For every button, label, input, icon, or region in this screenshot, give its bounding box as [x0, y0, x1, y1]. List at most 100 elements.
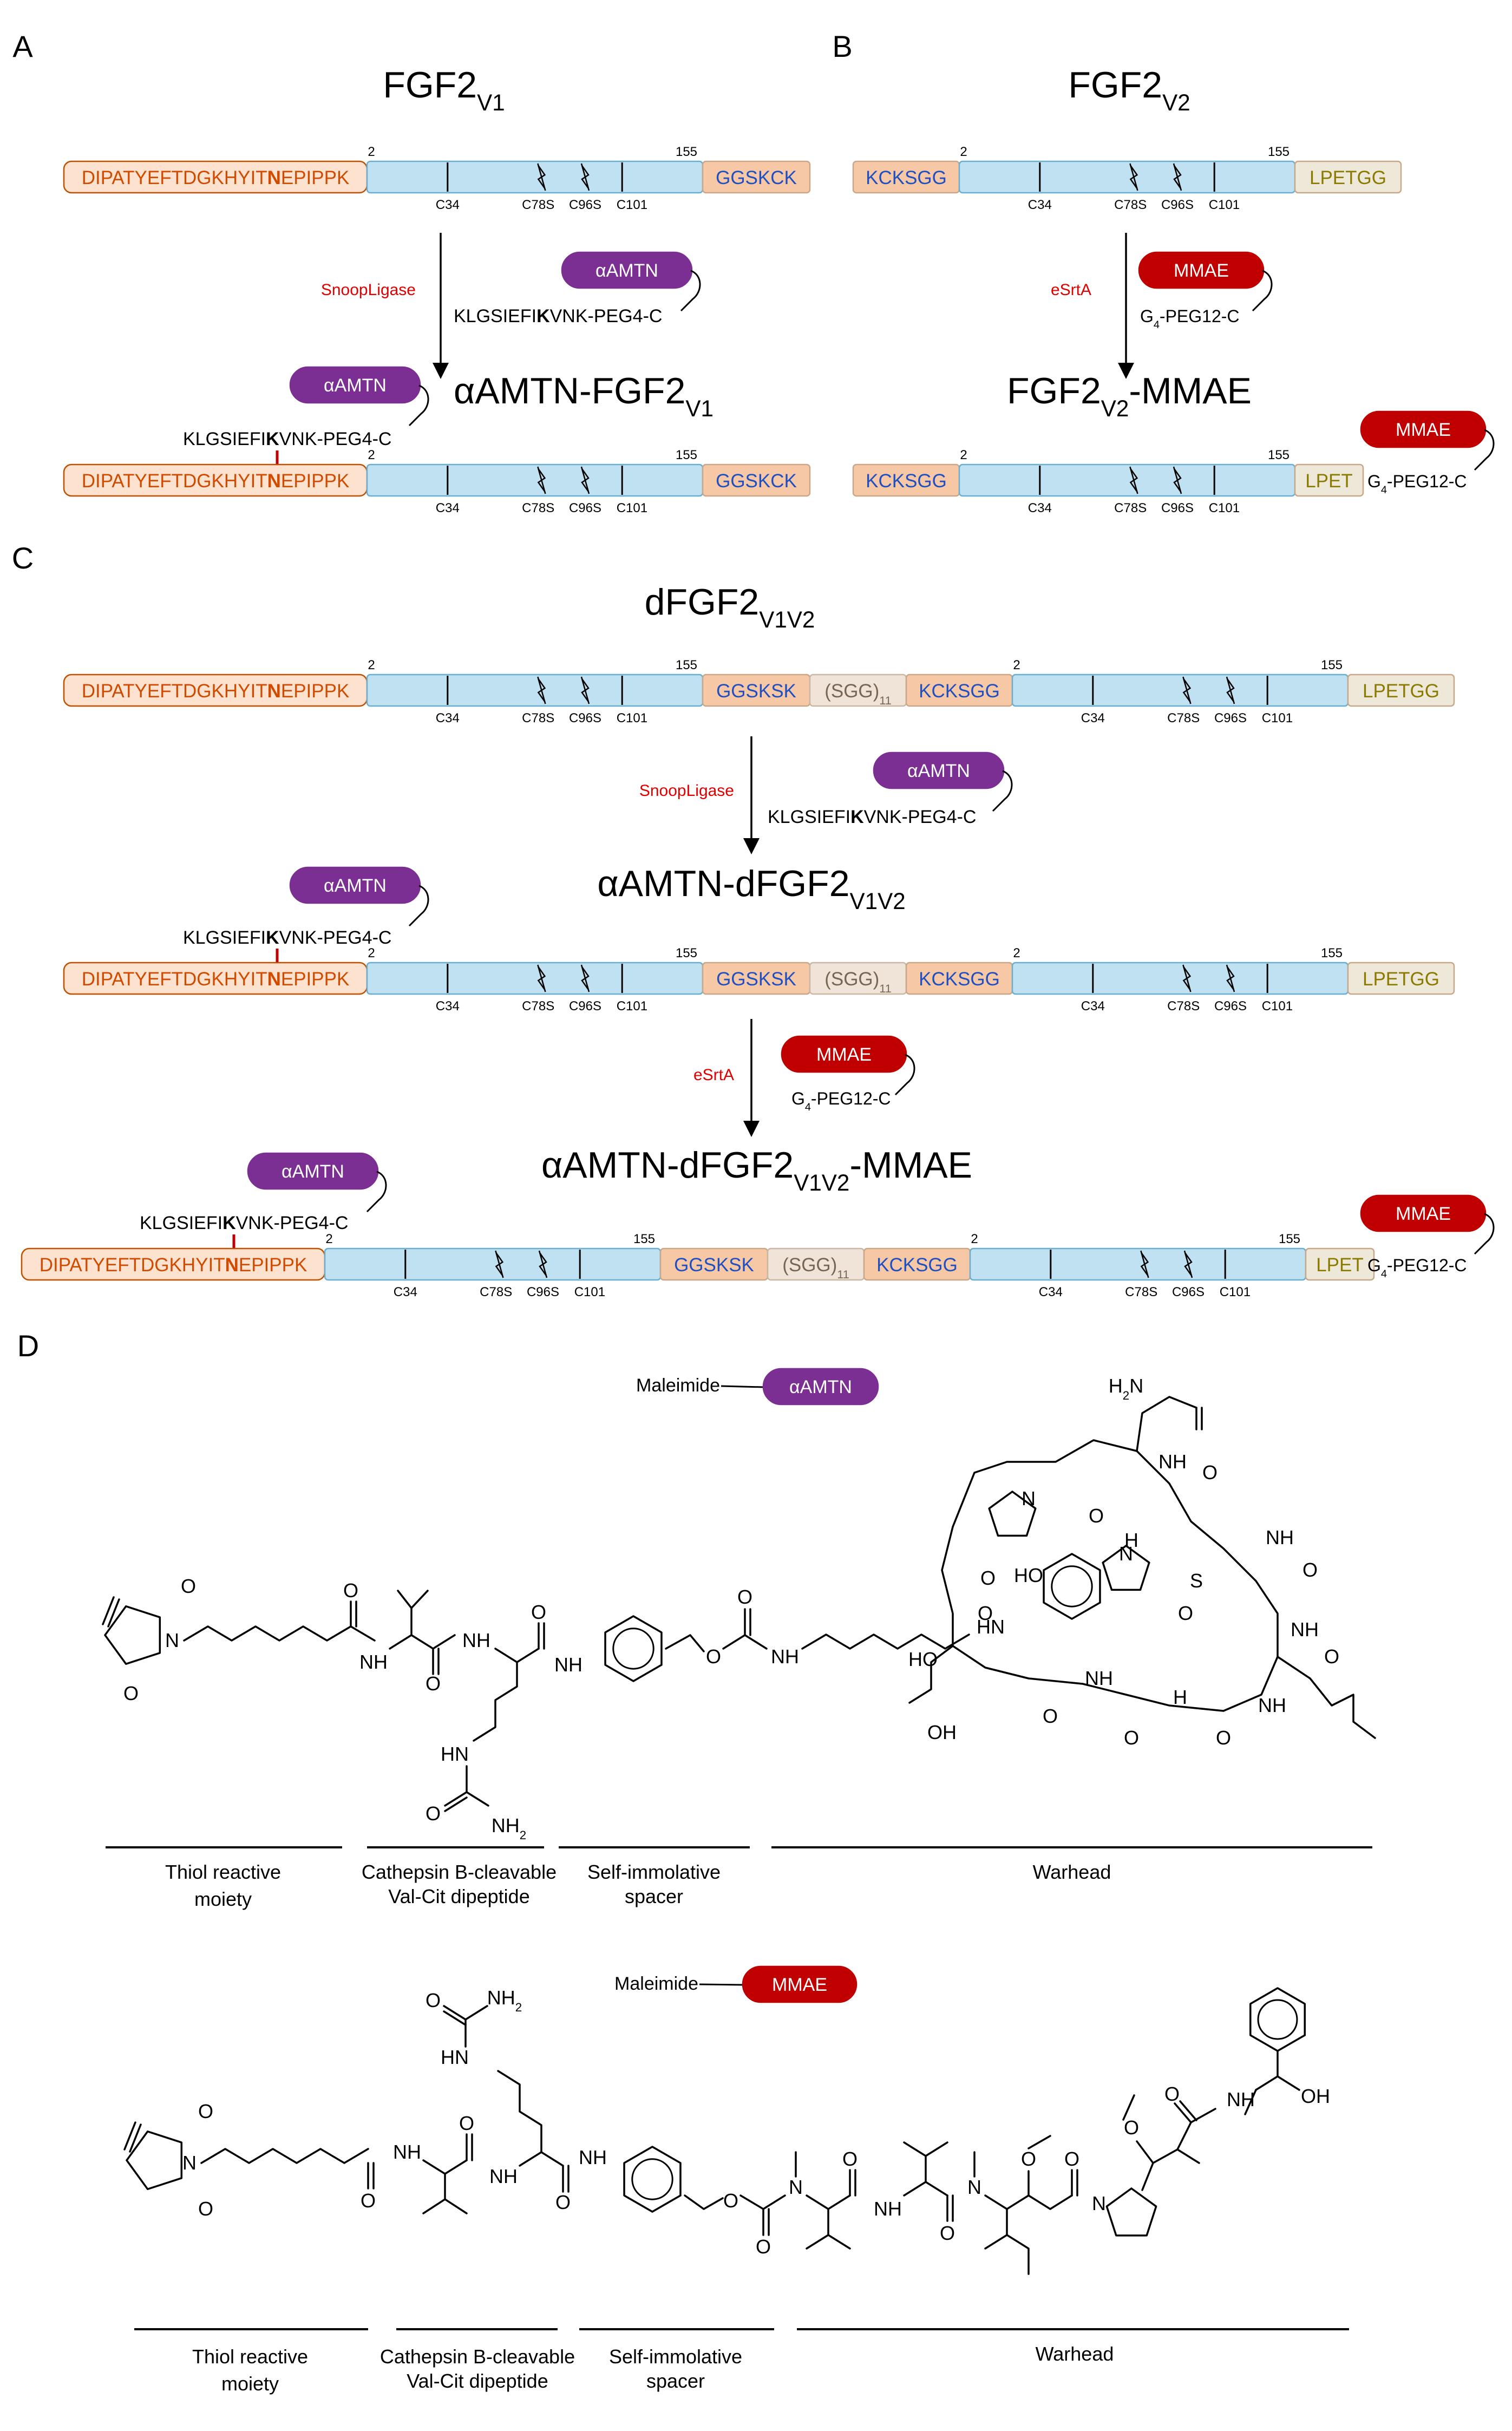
d2-seg-warhead: Warhead — [1036, 2343, 1114, 2365]
c-mmae-linker: G4-PEG12-C — [791, 1089, 891, 1113]
c-row-3-fgf2-c96s: C96S — [1172, 1285, 1205, 1299]
c-row-2-fgf2-c34: C34 — [1081, 999, 1105, 1014]
c-row-1-snoop-label: DIPATYEFTDGKHYITNEPIPPK — [82, 681, 350, 702]
d1-urea-co-b — [444, 1796, 468, 1812]
d2-nor-phenyl — [1249, 1987, 1306, 2052]
d1-seg-thiol-2: moiety — [194, 1888, 252, 1910]
c-row-1-sgg-label: (SGG)11 — [824, 681, 892, 707]
c-row-1-fgf1-pos2: 2 — [368, 658, 375, 672]
b-row-bottom-kcksgg-label: KCKSGG — [866, 470, 947, 492]
panel-b-title: FGF2V2 — [1068, 64, 1190, 115]
c-arrow-2-head — [743, 1121, 760, 1137]
d2-maleimide-o2: O — [198, 2198, 213, 2220]
c-row-2-ggsksk-label: GGSKSK — [716, 969, 796, 990]
chemistry-layer — [102, 1396, 1376, 2275]
c-row-1-fgf2-core — [1011, 674, 1349, 707]
a-amtn-reagent-badge — [561, 251, 693, 289]
a-row-top-fgf-c96s: C96S — [569, 198, 601, 212]
d2-nor-methyl — [1244, 2089, 1257, 2115]
c-row-2-fgf1-c96s: C96S — [569, 999, 601, 1014]
d1-caproyl-chain — [183, 1625, 376, 1642]
d1-maleimide-ene-a — [102, 1596, 115, 1625]
c-row-3-kcksgg-label: KCKSGG — [876, 1254, 958, 1276]
b-row-bottom-fgf-site-x-site_c78s — [1129, 466, 1138, 494]
d2-pab-ch2 — [684, 2194, 724, 2210]
d2-seg-thiol-2: moiety — [221, 2373, 279, 2395]
d2-mmae-nh: NH — [874, 2198, 902, 2220]
d-amtn-reagent-label: αAMTN — [789, 1377, 852, 1397]
panel-label-a: A — [12, 29, 33, 63]
d2-mmae-val1 — [806, 2194, 851, 2210]
d1-dhil-side — [908, 1645, 954, 1704]
c-amtn-mid-tether — [408, 885, 429, 927]
c-final-linker: KLGSIEFIKVNK-PEG4-C — [140, 1213, 348, 1233]
a-arrow-head — [433, 363, 449, 379]
d2-dap-co-o: O — [1164, 2083, 1180, 2105]
a-row-top-fgf-pos155: 155 — [676, 145, 697, 159]
b-mmae-reagent-label: MMAE — [1174, 260, 1229, 281]
d2-urea — [464, 2005, 488, 2048]
d2-cit-sidechain — [497, 2070, 542, 2153]
d1-mac-nh4: NH — [1258, 1694, 1286, 1716]
c-mmae-reagent-badge — [781, 1035, 907, 1073]
d2-dap-methyl — [1176, 2148, 1200, 2164]
d1-caproyl-o: O — [343, 1579, 358, 1602]
d1-seg-spacer-2: spacer — [625, 1885, 683, 1907]
d2-nor-nh: NH — [1227, 2088, 1255, 2110]
a-row-top-ggskck — [702, 160, 811, 194]
a-row-bottom-fgf-site-x-site_c78s — [537, 466, 546, 494]
b-row-bottom-fgf-site-x-site_c96s — [1173, 466, 1182, 494]
a-amtn-reagent-label: αAMTN — [595, 260, 658, 281]
d1-cit-o: O — [531, 1601, 546, 1623]
d1-mac-nh2: NH — [1266, 1526, 1294, 1548]
d1-seg-warhead: Warhead — [1033, 1861, 1111, 1883]
c-row-1-fgf2-c78s: C78S — [1167, 711, 1200, 726]
panel-c-mid-title: αAMTN-dFGF2V1V2 — [597, 863, 905, 914]
d1-carbamate-nh: NH — [771, 1645, 799, 1668]
a-row-bottom-fgf-pos155: 155 — [676, 448, 697, 462]
d1-val-o: O — [426, 1672, 441, 1695]
d1-mac-o7: O — [1043, 1705, 1058, 1727]
d2-maleimide-ene-a — [123, 2121, 136, 2151]
d1-mac-nh1: NH — [1158, 1450, 1187, 1473]
d2-dap-pyrrolidine — [1105, 2187, 1157, 2237]
d1-urea-nh2: NH2 — [492, 1814, 526, 1842]
d2-urea-nh2: NH2 — [487, 1986, 522, 2014]
d2-nor-chain — [1255, 2075, 1300, 2091]
d1-pro-ring — [988, 1491, 1037, 1537]
a-row-top-fgf-core — [366, 160, 704, 194]
b-row-bottom-fgf-pos155: 155 — [1268, 448, 1290, 462]
d1-dhil-oh: OH — [927, 1721, 957, 1743]
d2-seg-spacer-1: Self-immolative — [609, 2345, 742, 2368]
c-row-3-fgf2-c78s: C78S — [1125, 1285, 1157, 1299]
d2-mmae-o1: O — [842, 2148, 858, 2170]
d1-cit-sidechain — [473, 1661, 518, 1742]
d2-dil-co-o: O — [1064, 2148, 1079, 2170]
c-row-2-fgf2-pos155: 155 — [1321, 946, 1343, 960]
c-mid-linker: KLGSIEFIKVNK-PEG4-C — [183, 927, 391, 948]
d2-dap-co-a — [1174, 2102, 1192, 2123]
c-row-2-sgg-label: (SGG)11 — [824, 969, 892, 995]
c-row-3-fgf2-site-x-site_c78s — [1140, 1250, 1149, 1278]
d-mmae-maleimide-bond — [699, 1983, 743, 1986]
b-row-bottom-fgf-core — [958, 463, 1296, 497]
d2-carbamate-o2: O — [756, 2236, 771, 2258]
panel-label-b: B — [832, 29, 852, 63]
d1-urea-co-a — [444, 1791, 468, 1807]
d1-mac-h: H — [1173, 1686, 1187, 1708]
c-row-3-fgf2-c34: C34 — [1039, 1285, 1063, 1299]
a-row-top-fgf-c78s: C78S — [522, 198, 554, 212]
d1-mac-hn: HN — [977, 1616, 1005, 1638]
c-mmae-final-label: MMAE — [1396, 1204, 1451, 1224]
c-row-3-fgf1-c34: C34 — [394, 1285, 417, 1299]
a-amtn-product-tether — [408, 384, 429, 427]
c-row-2-fgf2-c101: C101 — [1262, 999, 1293, 1014]
d2-carbamate-o: O — [723, 2190, 738, 2212]
d1-mac-o3: O — [1302, 1559, 1318, 1581]
d2-maleimide-o1: O — [198, 2100, 213, 2122]
d-mmae-reagent-label: MMAE — [772, 1975, 827, 1995]
d2-carbamate — [739, 2194, 786, 2210]
d2-mmae-val1-side2 — [827, 2234, 851, 2250]
d2-dap-co-b — [1179, 2100, 1197, 2121]
panel-a-product-title: αAMTN-FGF2V1 — [454, 370, 714, 421]
